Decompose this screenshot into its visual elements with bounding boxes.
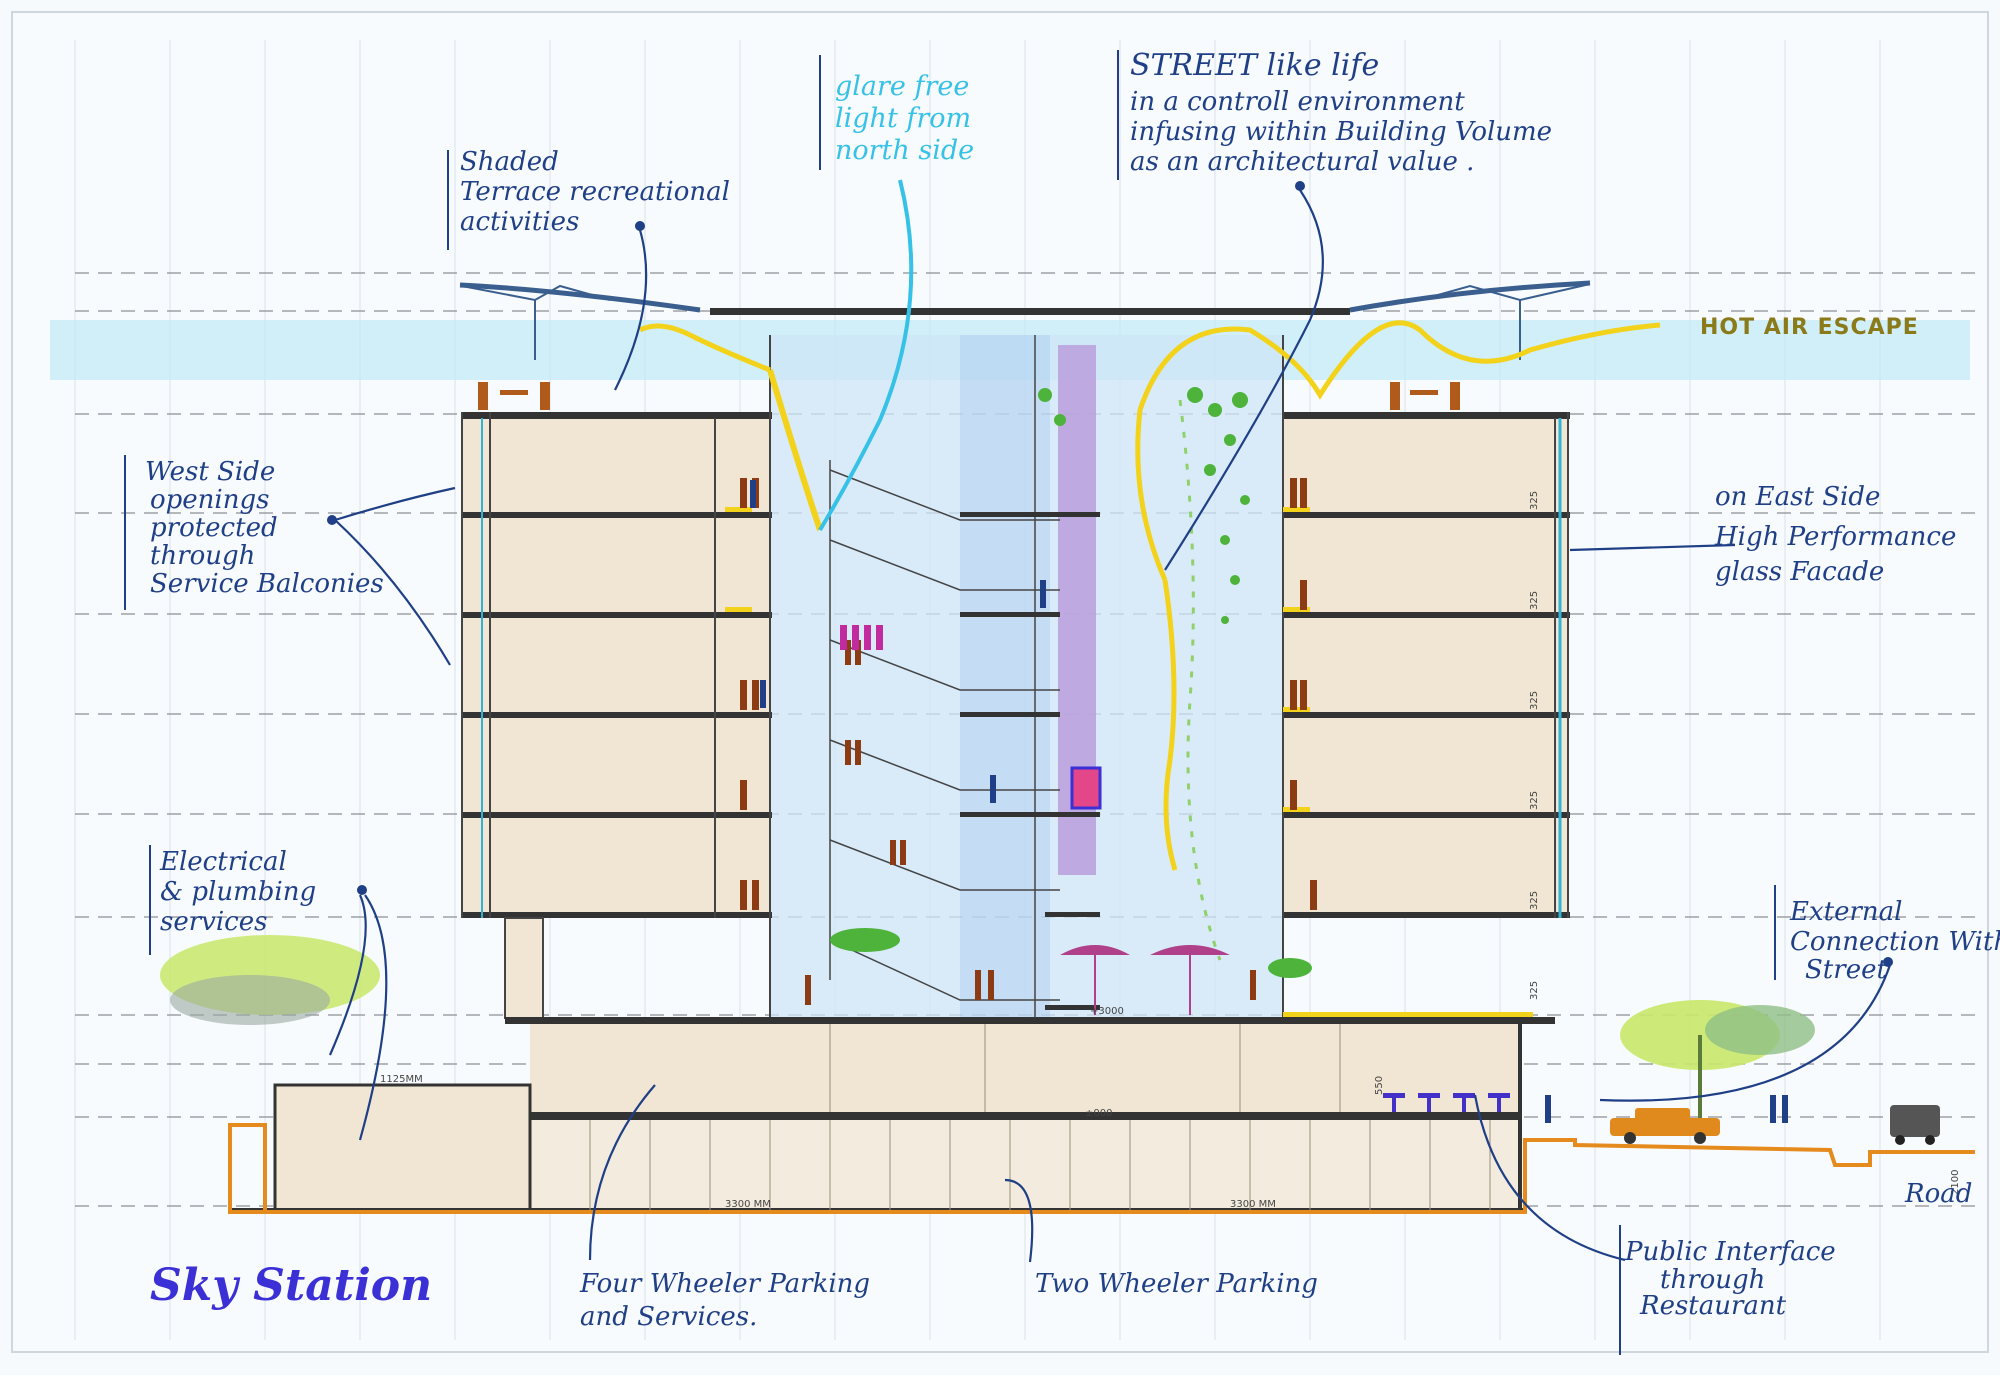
dim-floor-2: 325 xyxy=(1529,591,1540,610)
atrium-trees xyxy=(830,928,1312,978)
drawing-title: Sky Station xyxy=(150,1260,432,1311)
east-canopy xyxy=(1349,280,1591,313)
green-trail xyxy=(1178,399,1222,961)
dim-level-mark: ±000 xyxy=(1085,1108,1112,1119)
annotation-brackets xyxy=(124,50,1776,1355)
dim-floor-1: 325 xyxy=(1529,491,1540,510)
dim-floor-5: 325 xyxy=(1529,891,1540,910)
west-block-fill xyxy=(462,418,770,918)
ground-west-wall xyxy=(504,917,544,1019)
dim-floor-3: 325 xyxy=(1529,691,1540,710)
airflow-east-down xyxy=(1162,579,1178,871)
people xyxy=(740,478,1317,1005)
note-west-side: West Side openings protected through Ser… xyxy=(145,457,384,599)
dim-bay-2: 3300 MM xyxy=(1230,1199,1276,1210)
atrium-stairs xyxy=(829,335,1060,1018)
east-block-fill xyxy=(1283,418,1568,918)
airflow-west xyxy=(767,369,823,531)
dim-floor-4: 325 xyxy=(1529,791,1540,810)
note-street-like: STREET like life in a controll environme… xyxy=(1130,48,1560,177)
east-terrace-slab xyxy=(1282,412,1570,419)
atrium-landings xyxy=(960,512,1100,1010)
note-external: External Connection With Street xyxy=(1789,897,2000,985)
ground-slab xyxy=(505,1017,1555,1024)
dimension-labels: 325 325 325 325 325 325 550 2100 1125MM … xyxy=(380,491,1961,1210)
east-floor-slabs xyxy=(1282,512,1570,918)
basement-columns xyxy=(589,1024,1491,1210)
dim-slab-level: 1125MM xyxy=(380,1074,423,1085)
east-canopy-truss xyxy=(1419,283,1591,302)
service-block xyxy=(273,1083,532,1212)
car xyxy=(1610,1108,1720,1144)
dim-level-mark-2: +3000 xyxy=(1090,1006,1124,1017)
upper-basement-fill xyxy=(530,1024,1520,1112)
lift-panel xyxy=(1070,766,1102,810)
note-public-interface: Public Interface through Restaurant xyxy=(1624,1237,1844,1321)
cafe-umbrellas xyxy=(1060,945,1230,1015)
airflow-west-out xyxy=(638,323,771,373)
airflow-east xyxy=(1135,320,1661,582)
west-floor-slabs xyxy=(462,512,772,918)
west-canopy xyxy=(459,282,701,313)
note-electrical: Electrical & plumbing services xyxy=(159,847,324,937)
atrium-glass xyxy=(960,335,1050,1020)
west-canopy-truss xyxy=(461,284,611,302)
street-tree-east xyxy=(1620,1000,1815,1118)
dim-bay-1: 3300 MM xyxy=(725,1199,771,1210)
block-walls xyxy=(461,335,1569,1018)
note-hot-air: HOT AIR ESCAPE xyxy=(1700,315,1919,340)
dim-floor-6: 325 xyxy=(1529,981,1540,1000)
people-pink xyxy=(840,625,883,650)
service-tree-west xyxy=(160,935,380,1025)
people-blue xyxy=(750,480,1788,1123)
note-two-wheeler: Two Wheeler Parking xyxy=(1035,1269,1318,1299)
leader-lines xyxy=(328,189,1892,1263)
leader-dots xyxy=(327,181,1893,967)
lower-basement-fill xyxy=(530,1120,1520,1210)
west-terrace-slab xyxy=(462,412,772,419)
terrace-furniture xyxy=(478,382,1460,410)
note-shaded-terrace: Shaded Terrace recreational activities xyxy=(460,147,738,237)
hanging-plants xyxy=(1038,387,1250,624)
note-four-wheeler: Four Wheeler Parking and Services. xyxy=(579,1269,878,1332)
note-east-side: on East Side High Performance glass Faca… xyxy=(1714,482,1965,587)
light-arrow xyxy=(818,179,914,532)
ground-profile xyxy=(228,1123,1975,1214)
basement-slab xyxy=(530,1112,1520,1120)
roof-slab xyxy=(710,308,1350,315)
restaurant-tables xyxy=(1383,1093,1510,1112)
note-road: Road xyxy=(1904,1179,1972,1209)
atrium-wash xyxy=(770,335,1283,1020)
note-glare-free: glare free light from north side xyxy=(835,71,980,166)
dim-road-drop: 2100 xyxy=(1950,1170,1961,1195)
van xyxy=(1890,1105,1940,1145)
dim-basement: 550 xyxy=(1374,1076,1385,1095)
building xyxy=(160,280,1975,1214)
